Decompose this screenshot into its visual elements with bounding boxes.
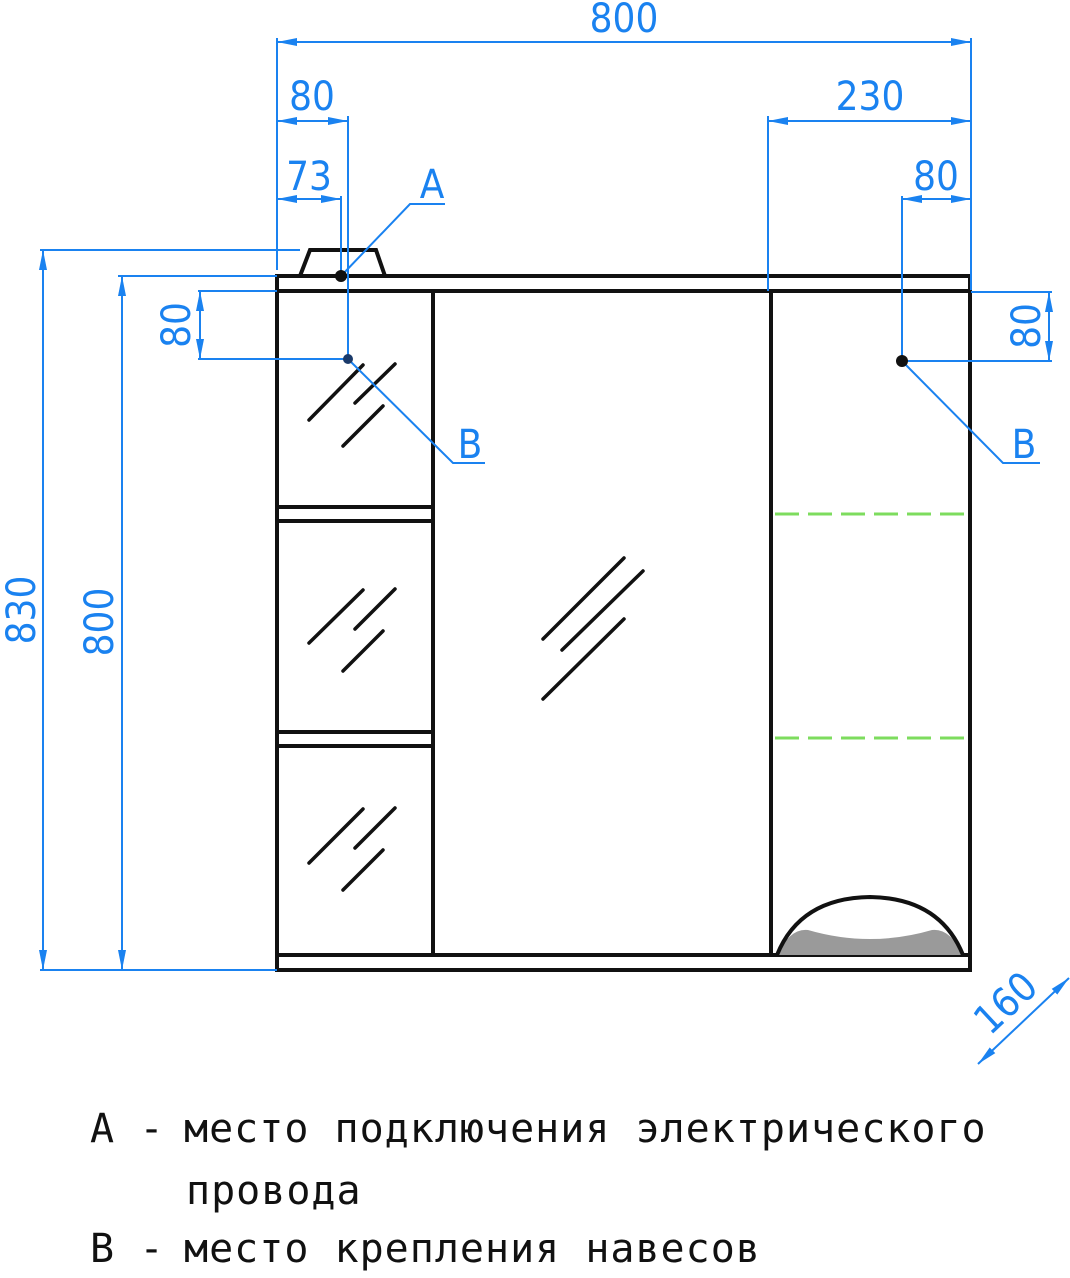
dimension-lines: [39, 38, 1070, 1065]
dim-left-hook-drop: 80: [154, 302, 200, 348]
dim-right-cabinet-width: 230: [836, 74, 905, 120]
cabinet-body: [275, 274, 972, 972]
dim-depth: 160: [965, 963, 1047, 1043]
hidden-shelves: [775, 512, 968, 740]
legend-text-a: место подключения электрического: [184, 1106, 987, 1152]
wire-point-a: [335, 270, 347, 282]
legend-item-a-continued: провода: [186, 1168, 362, 1214]
door-handle-dome: [775, 894, 965, 956]
left-shelf-1: [275, 505, 435, 523]
hook-point-b-right: [896, 355, 908, 367]
dim-overall-width: 800: [590, 0, 659, 42]
legend-dash-a: -: [139, 1106, 165, 1152]
hook-point-b-left: [343, 354, 353, 364]
label-b-right: B: [1012, 422, 1037, 468]
legend-text-b: место крепления навесов: [184, 1226, 761, 1272]
dim-overall-height: 830: [0, 576, 45, 645]
top-board: [275, 274, 972, 293]
label-b-left: B: [458, 422, 483, 468]
legend-dash-b: -: [139, 1226, 165, 1272]
dim-left-hook-offset: 80: [289, 74, 335, 120]
dim-wire-offset: 73: [286, 154, 332, 200]
lamp-fixture: [298, 248, 387, 277]
dim-right-hook-drop: 80: [1004, 303, 1050, 349]
mirror-glare-icons: [307, 362, 645, 892]
legend-key-a: A: [90, 1106, 116, 1152]
dim-body-height: 800: [77, 588, 123, 657]
legend-key-b: B: [90, 1226, 116, 1272]
left-shelf-2: [275, 730, 435, 748]
label-a: A: [420, 162, 445, 208]
marker-points: [335, 270, 908, 367]
dim-right-hook-offset: 80: [913, 154, 959, 200]
legend-item-b: B-место крепления навесов: [90, 1226, 761, 1272]
bottom-board: [275, 953, 972, 972]
legend-text-a-cont: провода: [186, 1168, 362, 1214]
legend-item-a: A-место подключения электрического: [90, 1106, 987, 1152]
